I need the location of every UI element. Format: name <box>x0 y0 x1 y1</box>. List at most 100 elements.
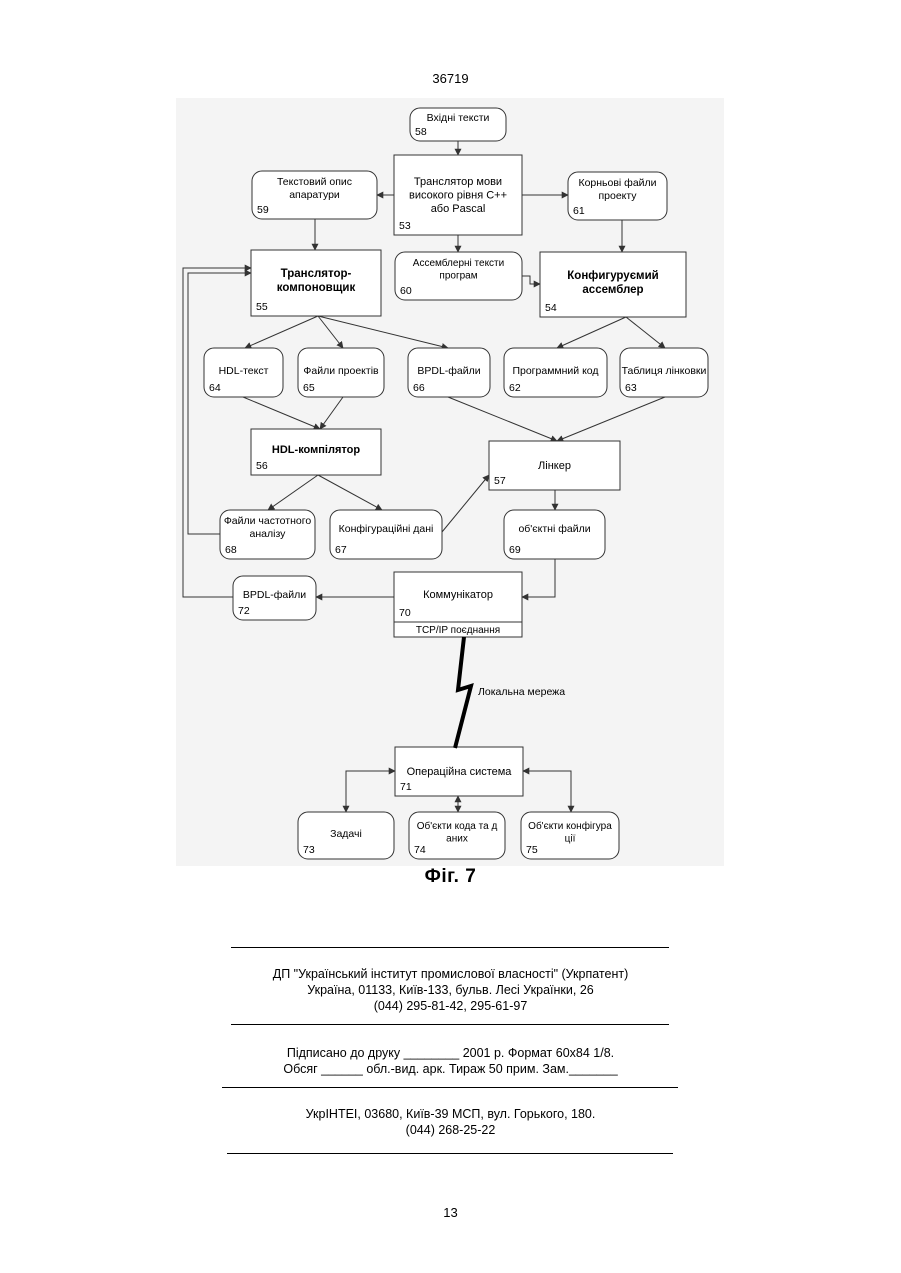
printer-phone: (044) 268-25-22 <box>0 1122 901 1138</box>
connector-arrow <box>557 317 626 348</box>
publisher-block: ДП "Український інститут промислової вла… <box>0 966 901 1014</box>
flow-node: HDL-текст 64 <box>204 348 283 397</box>
node-number: 60 <box>400 285 412 297</box>
flow-node: Текстовий описапаратури 59 <box>252 171 377 219</box>
node-label: програм <box>439 271 477 282</box>
node-label: ассемблер <box>582 284 643 296</box>
node-number: 63 <box>625 382 637 394</box>
node-label: Конфігураційні дані <box>339 523 434 535</box>
node-number: 73 <box>303 844 315 856</box>
node-label: Файли частотного <box>224 515 312 527</box>
node-number: 59 <box>257 204 269 216</box>
publisher-address: Україна, 01133, Київ-133, бульв. Лесі Ук… <box>0 982 901 998</box>
connector-arrow <box>268 475 318 510</box>
node-label: Конфигуруємий <box>567 270 658 282</box>
node-label: Вхідні тексти <box>427 112 490 124</box>
printer-address: УкрІНТЕІ, 03680, Київ-39 МСП, вул. Горьк… <box>0 1106 901 1122</box>
node-label: Таблиця лінковки <box>622 365 707 377</box>
connector-arrow <box>188 273 251 534</box>
connector-arrow <box>318 316 448 348</box>
node-number: 55 <box>256 301 268 313</box>
node-label: компоновщик <box>277 282 356 294</box>
divider <box>227 1153 673 1154</box>
connector-arrow <box>243 397 320 429</box>
flow-node: Транслятор-компоновщик 55 <box>251 250 381 316</box>
flow-node: об'єктні файли69 <box>504 510 605 559</box>
connector-arrow <box>318 475 382 510</box>
node-label: Транслятор- <box>281 268 352 280</box>
flow-node: Корньові файлипроекту61 <box>568 172 667 220</box>
node-label: HDL-компілятор <box>272 444 360 456</box>
node-number: 53 <box>399 220 411 232</box>
flow-node: BPDL-файли 66 <box>408 348 490 397</box>
figure-panel: Вхідні тексти58Транслятор мовивисокого р… <box>176 98 724 866</box>
page-number: 13 <box>0 1205 901 1220</box>
node-number: 71 <box>400 781 412 793</box>
flow-node: Программний код62 <box>504 348 607 397</box>
node-label: Об'єкти конфігура <box>528 820 612 832</box>
node-number: 58 <box>415 126 427 138</box>
connector-arrow <box>626 317 665 348</box>
figure-caption: Фіг. 7 <box>0 866 901 888</box>
flow-node: Коммунікатор 70 <box>394 572 522 622</box>
flow-node: Операційна система 71 <box>395 747 523 796</box>
node-label: Ассемблерні тексти <box>413 257 504 269</box>
printer-block: УкрІНТЕІ, 03680, Київ-39 МСП, вул. Горьк… <box>0 1106 901 1138</box>
bidirectional-arrow <box>346 771 395 812</box>
node-number: 64 <box>209 382 221 394</box>
divider <box>231 1024 669 1025</box>
node-label: або Pascal <box>431 203 486 215</box>
divider <box>222 1087 678 1088</box>
network-link-icon <box>455 637 471 748</box>
node-label: ції <box>565 834 576 845</box>
node-number: 62 <box>509 382 521 394</box>
flow-node: Конфігураційні дані 67 <box>330 510 442 559</box>
publisher-name: ДП "Український інститут промислової вла… <box>0 966 901 982</box>
node-label: апаратури <box>289 189 340 201</box>
bidirectional-arrow <box>523 771 571 812</box>
connector-arrow <box>245 316 318 348</box>
print-signed-line: Підписано до друку ________ 2001 р. Форм… <box>0 1045 901 1061</box>
connector-arrow <box>557 397 665 441</box>
connector-arrow <box>320 397 343 429</box>
node-number: 67 <box>335 544 347 556</box>
publisher-phone: (044) 295-81-42, 295-61-97 <box>0 998 901 1014</box>
node-label: HDL-текст <box>219 365 269 377</box>
node-number: 70 <box>399 607 411 619</box>
node-number: 61 <box>573 205 585 217</box>
flow-node: Об'єкти кода та д аних 74 <box>409 812 505 859</box>
node-number: 56 <box>256 460 268 472</box>
flow-node: Файли проектів65 <box>298 348 384 397</box>
node-number: 54 <box>545 302 557 314</box>
node-label: Операційна система <box>407 766 513 778</box>
node-label: Об'єкти кода та д <box>417 820 498 832</box>
flow-diagram: Вхідні тексти58Транслятор мовивисокого р… <box>176 98 724 866</box>
node-number: 68 <box>225 544 237 556</box>
node-number: 65 <box>303 382 315 394</box>
node-number: 66 <box>413 382 425 394</box>
tcp-label: TCP/IP поєднання <box>416 625 500 636</box>
flow-node: Транслятор мовивисокого рівня С++або Pas… <box>394 155 522 235</box>
node-label: Транслятор мови <box>414 176 502 188</box>
node-label: Корньові файли <box>578 177 656 189</box>
node-label: Задачі <box>330 828 362 840</box>
flow-node: Конфигуруємий ассемблер 54 <box>540 252 686 317</box>
flow-node: Файли частотногоаналізу 68 <box>220 510 315 559</box>
flow-node: Вхідні тексти58 <box>410 108 506 141</box>
connector-arrow <box>522 276 540 284</box>
flow-node: BPDL-файли72 <box>233 576 316 620</box>
connector-arrow <box>448 397 557 441</box>
print-volume-line: Обсяг ______ обл.-вид. арк. Тираж 50 при… <box>0 1061 901 1077</box>
network-label: Локальна мережа <box>478 686 565 698</box>
node-label: BPDL-файли <box>243 589 306 601</box>
node-label: Текстовий опис <box>277 176 352 188</box>
node-number: 74 <box>414 844 426 856</box>
node-label: Коммунікатор <box>423 589 493 601</box>
node-label: аних <box>446 834 468 845</box>
flow-node: Ассемблерні тексти програм 60 <box>395 252 522 300</box>
node-label: BPDL-файли <box>417 365 480 377</box>
document-number: 36719 <box>0 71 901 86</box>
divider <box>231 947 669 948</box>
flow-node: Таблиця лінковки 63 <box>620 348 708 397</box>
node-label: аналізу <box>250 528 287 540</box>
